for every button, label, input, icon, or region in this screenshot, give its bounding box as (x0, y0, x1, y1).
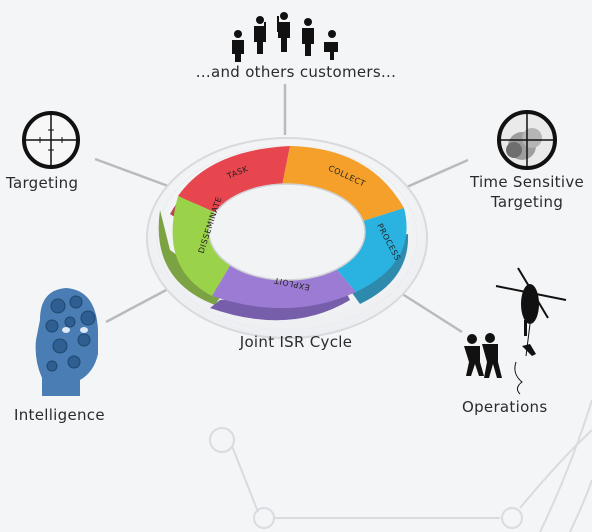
targeting-label: Targeting (6, 174, 79, 192)
crosshair-icon (22, 111, 80, 169)
tst-label-line1: Time Sensitive (469, 173, 585, 191)
gear-head-icon (35, 288, 98, 396)
cycle-title: Joint ISR Cycle (239, 333, 353, 351)
background-decor (209, 399, 592, 532)
intelligence-label: Intelligence (14, 406, 105, 424)
cycle-ring (172, 146, 407, 309)
soldiers-silhouette-icon (232, 12, 338, 62)
customers-label: ...and others customers... (195, 63, 397, 81)
tst-label-line2: Targeting (490, 193, 564, 211)
segment-process (330, 208, 407, 292)
connector-lines (94, 84, 469, 334)
crosshair-explosion-icon (497, 110, 557, 170)
segment-collect (282, 146, 404, 222)
operations-label: Operations (462, 398, 548, 416)
segment-disseminate (172, 196, 232, 296)
segment-task (178, 146, 290, 212)
time-sensitive-targeting-label: Time Sensitive Targeting (462, 172, 592, 212)
helicopter-soldiers-icon (464, 267, 567, 395)
